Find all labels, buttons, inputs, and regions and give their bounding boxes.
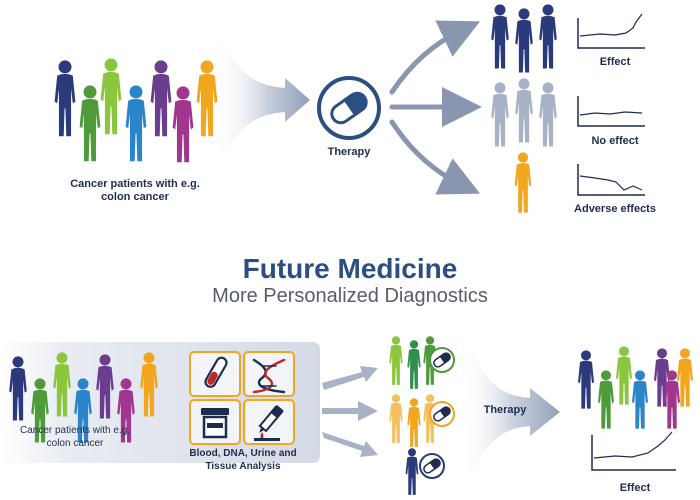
partial-responder-group xyxy=(389,394,454,447)
bottom-therapy-label: Therapy xyxy=(470,404,540,417)
top-funnel-arrow xyxy=(215,25,310,175)
effect-label: Effect xyxy=(575,56,655,69)
pill-icon xyxy=(319,78,379,138)
non-responder-group xyxy=(406,448,444,495)
specimen-container-icon xyxy=(201,408,229,437)
top-patient-group xyxy=(55,58,218,162)
analysis-label: Blood, DNA, Urine and Tissue Analysis xyxy=(188,447,298,473)
top-therapy-label: Therapy xyxy=(314,146,384,159)
adverse-effects-label: Adverse effects xyxy=(560,203,670,216)
page-subtitle: More Personalized Diagnostics xyxy=(0,285,700,308)
effect-graph xyxy=(578,14,645,48)
top-patients-label: Cancer patients with e.g. colon cancer xyxy=(60,178,210,204)
no-effect-figures xyxy=(491,78,557,146)
no-effect-label: No effect xyxy=(575,135,655,148)
responder-group xyxy=(389,336,454,389)
adverse-effect-graph xyxy=(578,164,645,195)
branch-arrows xyxy=(322,366,378,457)
adverse-effect-figure xyxy=(515,152,532,212)
bottom-patients-label: Cancer patients with e.g. colon cancer xyxy=(10,424,140,450)
final-effect-label: Effect xyxy=(600,482,670,495)
no-effect-graph xyxy=(578,96,645,126)
final-effect-graph xyxy=(592,432,676,470)
effect-figures xyxy=(491,4,557,72)
final-patient-group xyxy=(578,346,693,428)
page-title: Future Medicine xyxy=(0,253,700,285)
outcome-arrows xyxy=(392,30,462,185)
